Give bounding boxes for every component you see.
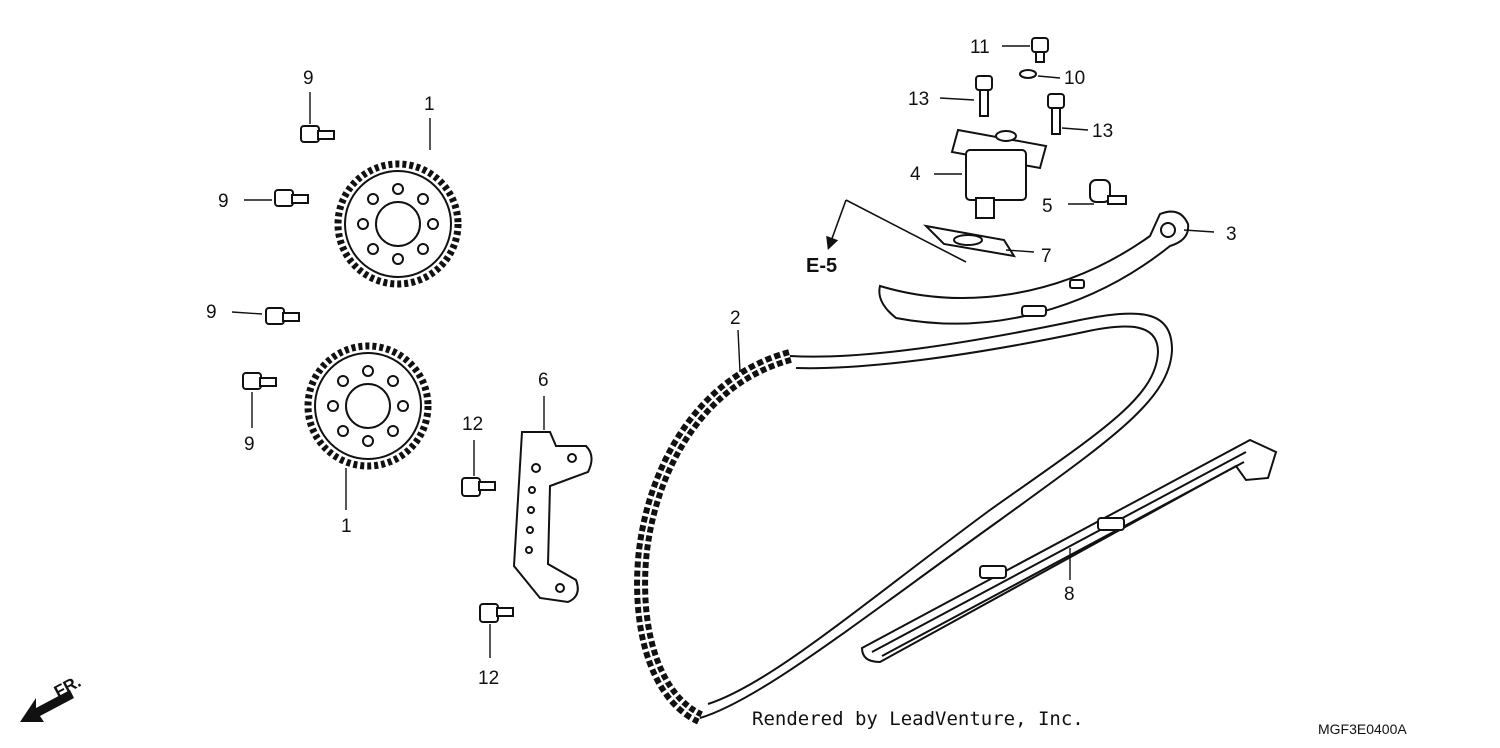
render-credit: Rendered by LeadVenture, Inc.: [752, 708, 1084, 730]
callout-13-a: 13: [908, 89, 929, 110]
tensioner-slipper: [878, 210, 1190, 325]
callout-9-c: 9: [206, 302, 217, 323]
reference-e5: E-5: [806, 255, 837, 277]
leader-lines: [231, 45, 1215, 658]
callout-9-a: 9: [303, 68, 314, 89]
diagram-code: MGF3E0400A: [1318, 721, 1407, 737]
callout-1-lower: 1: [341, 516, 352, 537]
guide-bracket: [512, 431, 593, 604]
callout-8: 8: [1064, 584, 1075, 605]
bolt-9-set: [242, 125, 335, 390]
cam-chain-guide: [860, 438, 1278, 664]
callout-1-upper: 1: [424, 94, 435, 115]
callout-12-a: 12: [462, 414, 483, 435]
sprocket-upper: [334, 160, 462, 288]
reference-leader: [826, 199, 967, 263]
callout-2: 2: [730, 308, 741, 329]
gasket: [923, 224, 1017, 258]
bolt-12-set: [461, 477, 514, 623]
callout-7: 7: [1041, 246, 1052, 267]
callout-9-d: 9: [244, 434, 255, 455]
callout-6: 6: [538, 370, 549, 391]
callout-5: 5: [1042, 196, 1053, 217]
front-direction-arrow: FR.: [20, 672, 84, 722]
cam-chain: [634, 312, 1174, 725]
callout-3: 3: [1226, 224, 1237, 245]
callout-10: 10: [1064, 68, 1085, 89]
callout-11: 11: [970, 37, 990, 58]
callout-4: 4: [910, 164, 921, 185]
fastener-set: [975, 37, 1127, 205]
callout-9-b: 9: [218, 191, 229, 212]
tensioner-lifter: [950, 128, 1048, 219]
sprocket-lower: [304, 342, 432, 470]
callout-13-b: 13: [1092, 121, 1113, 142]
callout-12-b: 12: [478, 668, 499, 689]
front-label: FR.: [51, 672, 84, 702]
